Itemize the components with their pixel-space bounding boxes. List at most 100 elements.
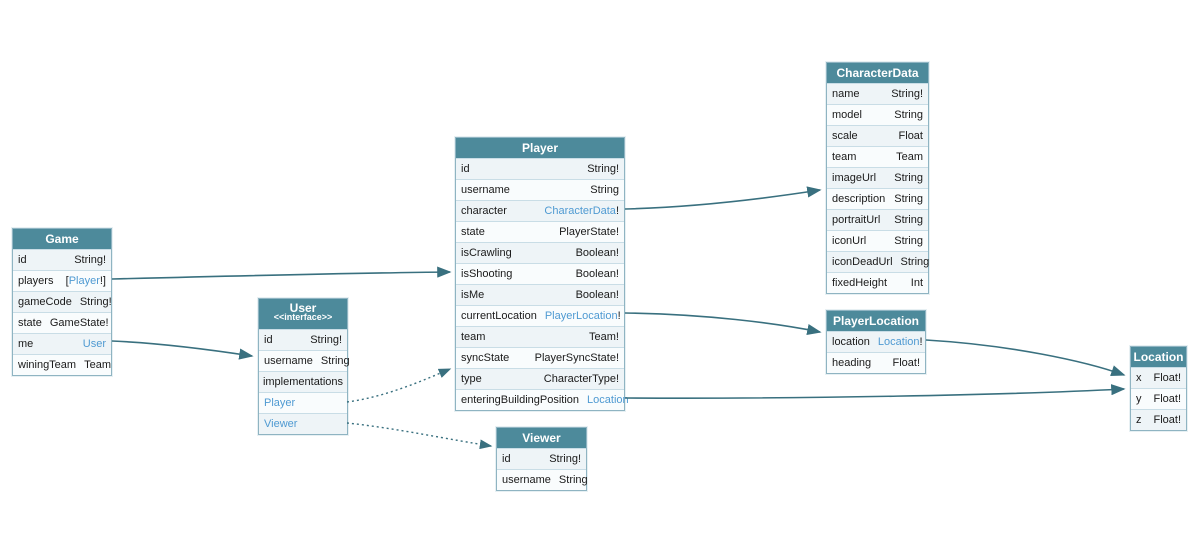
field-name: location [832, 336, 870, 348]
type-link-Player[interactable]: Player [68, 275, 100, 287]
table-header-viewer[interactable]: Viewer [497, 428, 586, 448]
field-type[interactable]: User [83, 338, 106, 350]
type-link-PlayerLocation[interactable]: PlayerLocation [544, 310, 618, 322]
field-row-player-state[interactable]: state PlayerState! [456, 221, 624, 242]
field-type: Float! [1153, 414, 1181, 426]
table-title: Game [45, 232, 79, 246]
table-header-game[interactable]: Game [13, 229, 111, 249]
table-header-characterdata[interactable]: CharacterData [827, 63, 928, 83]
field-type: String [894, 235, 923, 247]
field-type: Boolean! [575, 247, 619, 259]
field-name: z [1136, 414, 1142, 426]
field-row-user-username[interactable]: username String [259, 350, 350, 371]
field-type: String! [310, 334, 342, 346]
field-name: x [1136, 372, 1142, 384]
field-type[interactable]: CharacterData! [544, 205, 619, 217]
table-header-user[interactable]: User<<interface>> [259, 299, 347, 329]
field-row-playerlocation-location[interactable]: location Location! [827, 331, 925, 352]
field-type: Boolean! [575, 268, 619, 280]
field-type: PlayerSyncState! [534, 352, 619, 364]
field-type: GameState! [49, 317, 109, 329]
field-type: String [320, 355, 350, 367]
type-link-User[interactable]: User [82, 338, 106, 350]
table-header-playerlocation[interactable]: PlayerLocation [827, 311, 925, 331]
field-row-user-implementations[interactable]: implementations [259, 371, 347, 392]
edge-User.Viewer-to-Viewer [346, 422, 493, 450]
type-link-CharacterData[interactable]: CharacterData [544, 205, 616, 217]
field-type: Team! [589, 331, 619, 343]
table-header-location[interactable]: Location [1131, 347, 1186, 367]
type-link-Location[interactable]: Location [587, 394, 629, 406]
type-link-Location[interactable]: Location [877, 336, 920, 348]
table-header-player[interactable]: Player [456, 138, 624, 158]
field-name: username [264, 355, 313, 367]
field-row-user-Viewer[interactable]: Viewer [259, 413, 347, 434]
field-type: PlayerState! [559, 226, 619, 238]
field-name: y [1136, 393, 1142, 405]
field-type[interactable]: [Player!] [66, 275, 106, 287]
field-name: character [461, 205, 507, 217]
field-name: players [18, 275, 54, 287]
table-title: PlayerLocation [832, 314, 920, 328]
field-row-location-z[interactable]: z Float! [1131, 409, 1186, 430]
edge-Game.me-to-User [111, 340, 254, 360]
field-type: Team [896, 151, 923, 163]
type-wrapper: ! [919, 336, 923, 348]
field-name[interactable]: Player [264, 397, 296, 409]
field-type[interactable]: PlayerLocation! [545, 310, 621, 322]
field-type: String [558, 474, 588, 486]
table-title: CharacterData [836, 66, 919, 80]
field-type: Team [84, 359, 111, 371]
field-type: String! [587, 163, 619, 175]
field-name: implementations [262, 376, 344, 388]
field-type[interactable]: Location [587, 394, 629, 406]
field-name: id [502, 453, 511, 465]
field-row-game-players[interactable]: players [Player!] [13, 270, 111, 291]
field-name[interactable]: Viewer [264, 418, 298, 430]
field-name: fixedHeight [832, 277, 888, 289]
edge-Player.character-to-CharacterData.imageUrl [624, 186, 822, 210]
type-wrapper: ! [615, 205, 619, 217]
field-row-player-character[interactable]: character CharacterData! [456, 200, 624, 221]
field-name: state [461, 226, 485, 238]
type-wrapper: ! [617, 310, 621, 322]
field-row-user-Player[interactable]: Player [259, 392, 347, 413]
field-type: String [894, 109, 923, 121]
field-type[interactable]: Location! [878, 336, 923, 348]
